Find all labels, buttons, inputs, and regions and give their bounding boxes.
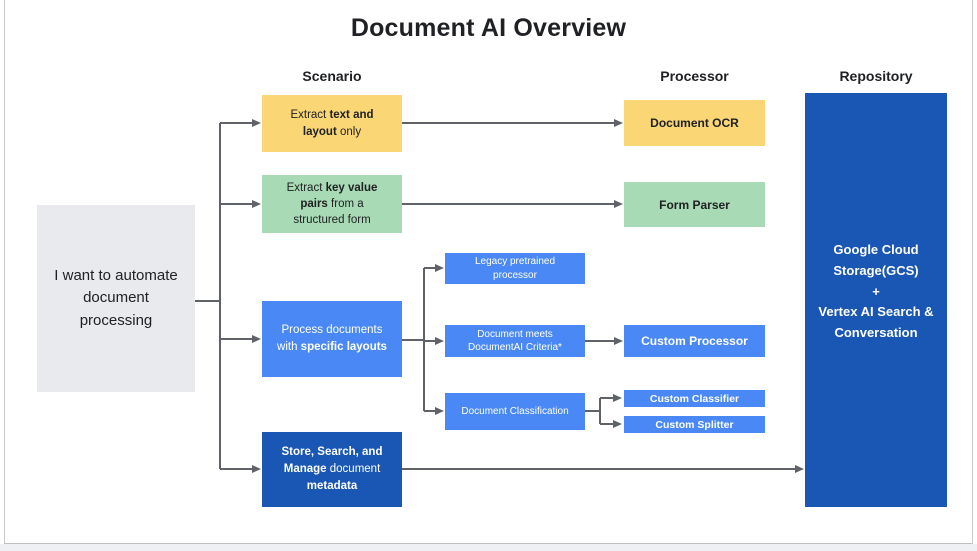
scenario-extract-text-layout-box: Extract text and layout only [262,95,402,152]
text-segment-bold: Manage [283,463,327,476]
column-header-processor: Processor [660,68,729,84]
card-border-bottom [4,543,973,544]
text-segment: document [326,463,381,476]
processor-label: Custom Classifier [649,392,740,405]
repository-text-line: Google Cloud [833,242,919,257]
processor-label: Form Parser [659,197,730,212]
scenario-text-line: layout only [303,124,361,141]
scenario-text-line: Extract text and [290,107,373,124]
text-segment: with [277,341,301,353]
text-segment: from a [327,197,364,210]
text-segment-bold: pairs [300,197,328,210]
decision-legacy-pretrained-box: Legacy pretrained processor [445,253,585,284]
scenario-text-line: Manage document [284,461,381,478]
page-title: Document AI Overview [350,14,627,42]
start-goal-line: I want to automate [54,266,178,284]
card-border-right [972,0,973,543]
processor-label: Custom Splitter [655,418,734,431]
column-header-repository: Repository [839,68,913,84]
processor-document-ocr-box: Document OCR [624,100,765,146]
scenario-text-line: pairs from a [300,196,363,212]
scenario-store-search-manage-box: Store, Search, and Manage document metad… [262,432,402,507]
processor-label: Custom Processor [641,334,748,348]
scenario-text-line: structured form [293,212,370,228]
decision-documentai-criteria-box: Document meets DocumentAI Criteria* [445,325,585,357]
text-segment: only [336,125,362,138]
text-segment-bold: specific layouts [300,341,387,353]
repository-text-line: Storage(GCS) [833,262,919,278]
repository-text-line: + [872,283,880,299]
processor-custom-processor-box: Custom Processor [624,325,765,357]
text-segment: Extract [290,108,330,121]
column-header-scenario: Scenario [302,68,362,84]
scenario-specific-layouts-box: Process documents with specific layouts [262,301,402,377]
text-segment-bold: metadata [306,479,358,492]
decision-text-line: processor [493,269,537,281]
card-border-left [4,0,5,543]
processor-form-parser-box: Form Parser [624,182,765,227]
text-segment-bold: layout [302,125,337,138]
decision-text-line: Document meets [477,328,553,340]
processor-custom-classifier-box: Custom Classifier [624,390,765,407]
decision-text-line: DocumentAI Criteria* [468,342,562,353]
text-segment-bold: text and [329,108,374,121]
scenario-text-line: Process documents [282,322,383,339]
scenario-text-line: Extract key value [287,180,378,196]
text-segment: Extract [286,181,326,194]
scenario-text-line: metadata [307,478,358,495]
scenario-text-line: with specific layouts [277,339,387,356]
decision-text-line: Document Classification [461,406,569,417]
text-segment-bold: key value [325,181,378,194]
processor-label: Document OCR [650,116,739,130]
text-segment: Process documents [281,323,383,336]
decision-document-classification-box: Document Classification [445,393,585,430]
repository-text-line: Vertex AI Search & [818,304,934,320]
repository-text-line: Conversation [834,325,918,341]
scenario-text-line: Store, Search, and [282,444,383,461]
page-background-strip [0,544,977,551]
text-segment: structured form [293,214,371,227]
decision-text-line: Legacy pretrained [474,256,556,267]
start-goal-line: processing [79,311,153,329]
scenario-extract-key-value-box: Extract key value pairs from a structure… [262,175,402,233]
processor-custom-splitter-box: Custom Splitter [624,416,765,433]
text-segment-bold: Store, Search, and [281,446,383,459]
start-goal-box: I want to automate document processing [37,205,195,392]
repository-gcs-vertex-box: Google Cloud Storage(GCS) + Vertex AI Se… [805,93,947,507]
start-goal-line: document [83,289,149,307]
